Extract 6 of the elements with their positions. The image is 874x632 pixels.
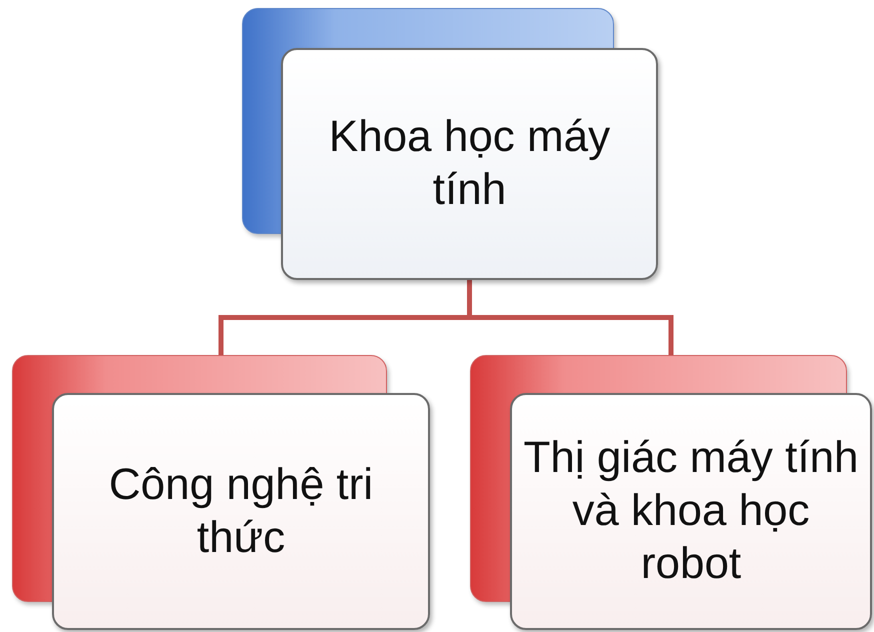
node-label: Công nghệ tri thức	[108, 458, 374, 564]
stacked-box	[242, 8, 658, 280]
node-label: Khoa học máy tính	[328, 111, 612, 216]
stacked-box	[12, 355, 430, 630]
stacked-box	[470, 355, 872, 630]
node-label: Thị giác máy tính và khoa học robot	[522, 432, 860, 590]
